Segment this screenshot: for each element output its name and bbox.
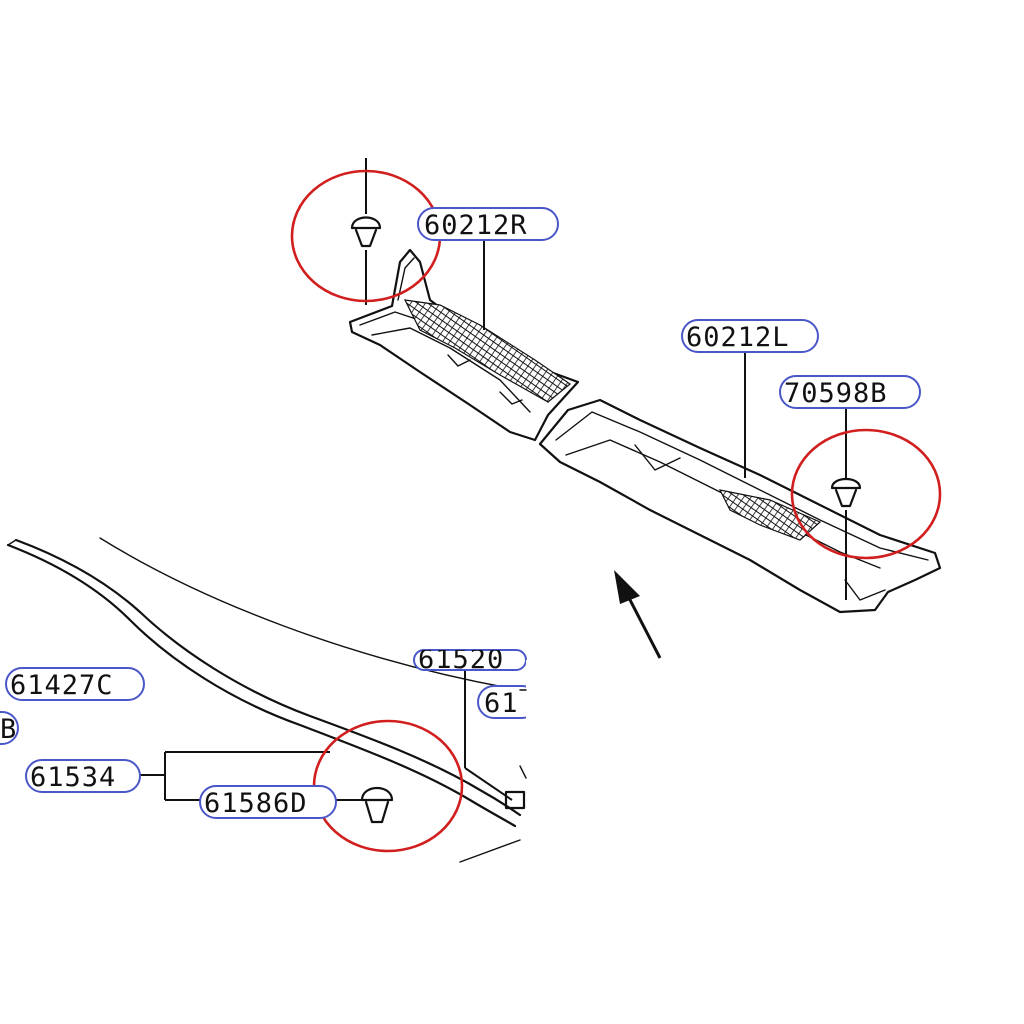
svg-text:70598B: 70598B: [784, 378, 888, 409]
svg-text:61: 61: [484, 688, 519, 719]
part-label-61427C: 61427C: [5, 667, 145, 701]
svg-text:61586D: 61586D: [204, 788, 308, 819]
part-label-60212R: 60212R: [417, 207, 559, 241]
clip-icon: [350, 216, 382, 248]
svg-text:61427C: 61427C: [10, 670, 114, 701]
highlight-circle-clip-right: [790, 428, 942, 560]
svg-text:61534: 61534: [30, 762, 116, 793]
clip-icon: [360, 786, 394, 824]
cowl-seal-strip: [6, 538, 522, 828]
body-edge-line-lower: [459, 839, 521, 863]
clip-icon: [504, 790, 526, 810]
svg-text:B: B: [0, 714, 17, 745]
svg-text:60212L: 60212L: [686, 322, 790, 353]
part-label-61534: 61534: [25, 759, 141, 793]
part-label-cut-b: B: [0, 711, 19, 745]
svg-text:60212R: 60212R: [424, 210, 528, 241]
crop-mask-bottom: [0, 866, 1024, 1024]
part-label-61586D: 61586D: [199, 785, 337, 819]
body-edge-line: [99, 537, 521, 691]
highlight-circle-clip-seal: [312, 719, 464, 853]
part-label-cut-61: 61: [477, 685, 539, 719]
edge-stub: [519, 765, 527, 779]
arrow-icon: [614, 570, 662, 659]
part-label-60212L: 60212L: [681, 319, 819, 353]
part-label-70598B: 70598B: [779, 375, 921, 409]
clip-icon: [830, 477, 862, 508]
svg-text:61520: 61520: [418, 644, 504, 675]
cowl-top-panel-right: [348, 248, 580, 442]
cowl-top-panel-left: [538, 398, 942, 614]
part-label-cut-top: 61520: [413, 644, 527, 675]
